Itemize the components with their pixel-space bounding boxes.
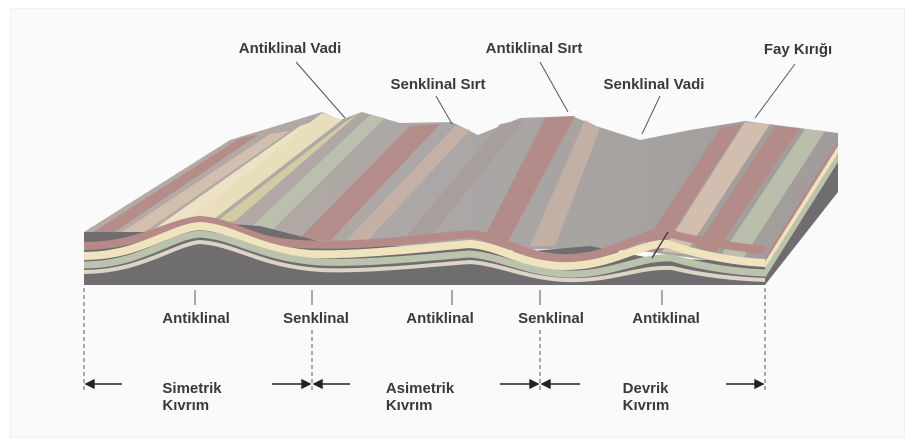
bottom-tick-lines [195, 290, 662, 305]
label-senklinal-vadi: Senklinal Vadi [604, 77, 705, 93]
label-antiklinal-3: Antiklinal [632, 311, 700, 327]
label-antiklinal-1: Antiklinal [162, 311, 230, 327]
fold-boundary-lines [84, 288, 765, 392]
label-senklinal-1: Senklinal [283, 311, 349, 327]
label-fay-kirigi: Fay Kırığı [764, 42, 832, 58]
fold-type-asimetrik-line2: Kıvrım [386, 397, 454, 414]
fold-type-simetrik: Simetrik Kıvrım [162, 380, 221, 414]
fold-type-devrik-line1: Devrik [623, 380, 670, 397]
fold-type-devrik-line2: Kıvrım [623, 397, 670, 414]
label-antiklinal-sirt: Antiklinal Sırt [486, 41, 583, 57]
fold-type-asimetrik: Asimetrik Kıvrım [386, 380, 454, 414]
fold-type-devrik: Devrik Kıvrım [623, 380, 670, 414]
label-senklinal-sirt: Senklinal Sırt [390, 77, 485, 93]
label-antiklinal-vadi: Antiklinal Vadi [239, 41, 342, 57]
fold-type-simetrik-line2: Kıvrım [162, 397, 221, 414]
label-senklinal-2: Senklinal [518, 311, 584, 327]
label-antiklinal-2: Antiklinal [406, 311, 474, 327]
fold-type-simetrik-line1: Simetrik [162, 380, 221, 397]
fold-type-asimetrik-line1: Asimetrik [386, 380, 454, 397]
